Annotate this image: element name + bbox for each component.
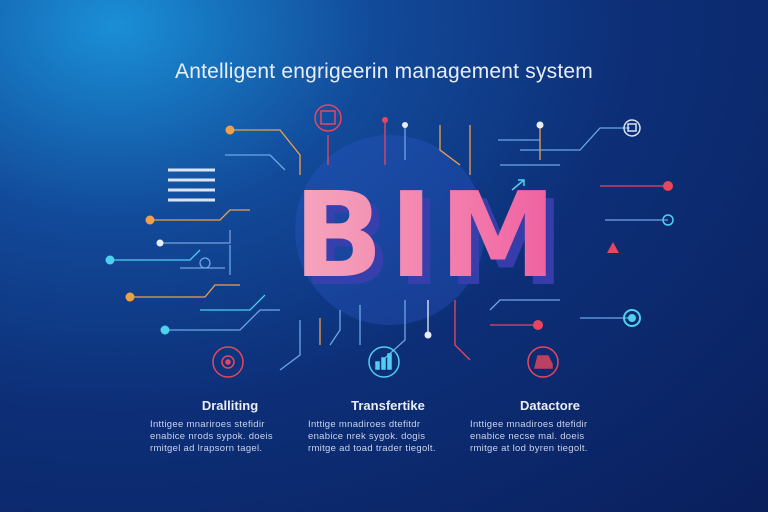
center-glow: [295, 135, 485, 325]
feature-drafting: Dralliting Inttigee mnariroes stefidir e…: [150, 398, 310, 455]
circuit-nodes: [105, 117, 674, 339]
feature-line: enabice nrods sypok. doeis: [150, 431, 273, 442]
feature-heading: Dralliting: [201, 398, 259, 413]
warning-icon: [607, 242, 619, 253]
bar-chart-icon: [368, 346, 400, 378]
feature-line: rmitgel ad lrapsorn tagel.: [150, 443, 263, 454]
lock-icon: [623, 119, 641, 137]
feature-transfer: Transfertike Inttige mnadiroes dtefitdr …: [308, 398, 468, 455]
arrow-icon: [511, 179, 525, 191]
target-icon: [623, 309, 641, 327]
building-icon: [314, 104, 342, 132]
bim-logo: BIM BIM: [238, 170, 618, 308]
gear-chip-icon: [212, 346, 244, 378]
feature-line: enabice necse mal. doeis: [470, 431, 585, 442]
feature-line: rmitge ad toad trader tiegolt.: [308, 443, 436, 454]
bim-logo-text: BIM: [238, 170, 618, 300]
feature-line: Inttigee mnadiroes dtefidir: [470, 419, 588, 430]
feature-line: Inttige mnadiroes dtefitdr: [308, 419, 421, 430]
document-icon: [168, 168, 215, 202]
feature-datastore: Datactore Inttigee mnadiroes dtefidir en…: [470, 398, 630, 455]
bim-logo-shadow: BIM: [246, 178, 626, 308]
feature-line: rmitge at lod byren tiegolt.: [470, 443, 588, 454]
feature-line: enabice nrek sygok. dogis: [308, 431, 426, 442]
feature-heading: Datactore: [520, 398, 580, 413]
page-title: Antelligent engrigeerin management syste…: [175, 60, 593, 83]
feature-heading: Transfertike: [351, 398, 425, 413]
feature-line: Inttigee mnariroes stefidir: [150, 419, 265, 430]
truck-icon: [527, 346, 559, 378]
